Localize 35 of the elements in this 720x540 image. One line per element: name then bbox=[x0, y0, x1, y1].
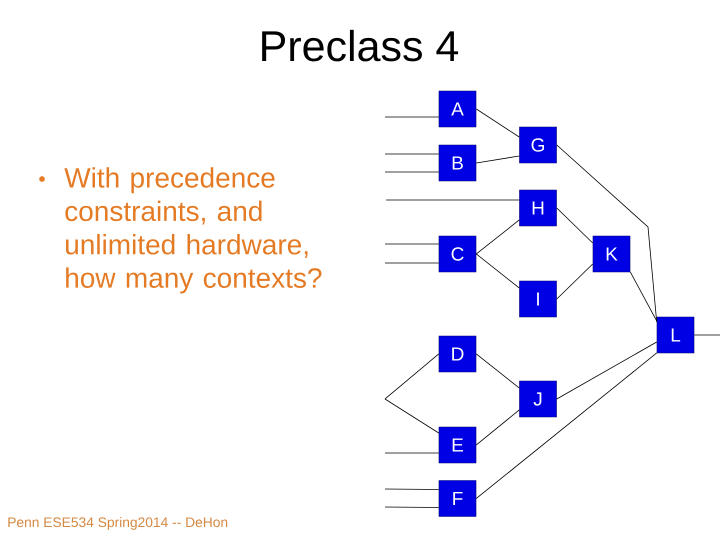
connector-line bbox=[384, 452, 440, 454]
connector-line bbox=[556, 144, 658, 322]
title: Preclass 4 bbox=[262, 30, 458, 62]
node-box: E bbox=[438, 426, 476, 464]
connector-line bbox=[476, 410, 520, 446]
node-box: A bbox=[438, 90, 476, 128]
connector-line bbox=[384, 262, 440, 264]
node-box: F bbox=[438, 480, 476, 517]
connector-line bbox=[630, 272, 658, 322]
connector-line bbox=[476, 156, 520, 164]
node-box: J bbox=[519, 380, 557, 418]
connector-line bbox=[384, 488, 440, 490]
connector-line bbox=[384, 506, 440, 508]
node-box: D bbox=[438, 336, 476, 372]
bullet-text: With precedence constraints, and unlimited hardware, how many contexts? bbox=[64, 167, 322, 294]
node-box: L bbox=[656, 316, 694, 354]
connector-line bbox=[384, 116, 440, 118]
connector-line bbox=[556, 342, 658, 400]
footer-text: Penn ESE534 Spring2014 -- DeHon bbox=[8, 516, 228, 530]
connector-line bbox=[556, 208, 594, 244]
node-box: G bbox=[519, 126, 557, 164]
node-box: B bbox=[438, 144, 476, 182]
node-box: I bbox=[519, 280, 557, 318]
node-box: K bbox=[592, 236, 630, 272]
connector-line bbox=[476, 108, 520, 138]
node-box: C bbox=[438, 236, 476, 272]
node-box: H bbox=[519, 190, 557, 226]
connector-line bbox=[694, 334, 720, 336]
connector-line bbox=[556, 264, 594, 300]
connector-line bbox=[384, 354, 440, 400]
connector-line bbox=[476, 352, 658, 499]
connector-line bbox=[476, 220, 520, 254]
connector-line bbox=[476, 354, 520, 388]
connector-line bbox=[384, 398, 440, 434]
connector-line bbox=[476, 254, 520, 288]
